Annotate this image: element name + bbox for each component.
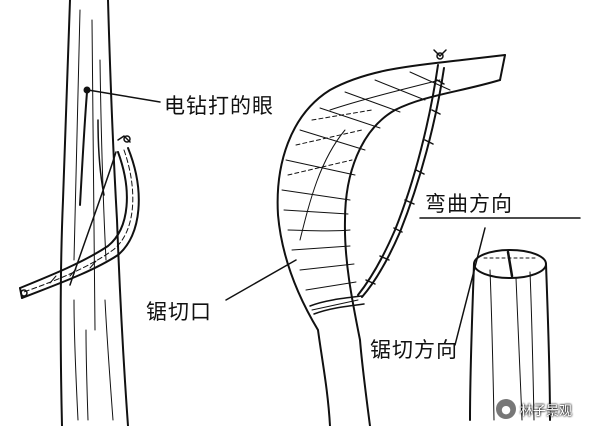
left-trunk <box>59 0 129 426</box>
wechat-icon: ● <box>496 399 516 419</box>
saw-cut-label: 锯切口 <box>146 300 212 324</box>
watermark-text: 林子景观 <box>520 403 573 419</box>
drill-hole-leader <box>87 89 161 103</box>
bent-branch <box>276 54 506 426</box>
drill-hole-label: 电钻打的眼 <box>164 94 274 118</box>
saw-direction-label: 锯切方向 <box>370 338 458 362</box>
bend-direction-label: 弯曲方向 <box>425 192 513 216</box>
twine-wire <box>357 49 447 298</box>
watermark: ● 林子景观 <box>496 398 572 420</box>
saw-cut-leader <box>225 259 297 301</box>
saw-direction-leader <box>454 227 486 346</box>
cut-stump <box>469 249 551 421</box>
left-branch <box>19 135 140 299</box>
